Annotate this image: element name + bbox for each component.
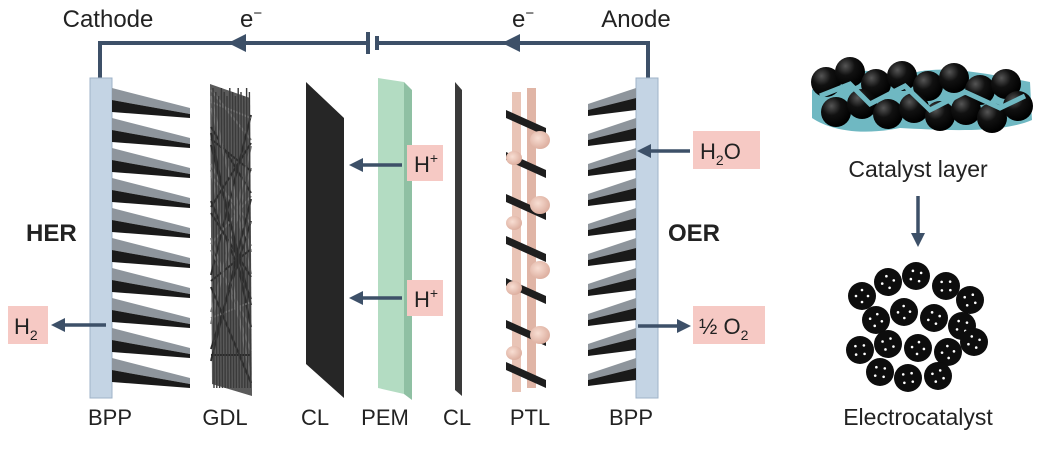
gdl-fibers xyxy=(210,87,252,389)
oxygen-output: ½ O2 xyxy=(638,306,765,344)
svg-text:H+: H+ xyxy=(414,150,438,177)
gdl-label: GDL xyxy=(202,405,247,430)
proton-top: H+ xyxy=(349,145,443,181)
ptl-label: PTL xyxy=(510,405,550,430)
svg-text:H2O: H2O xyxy=(700,139,741,168)
electron-label-left: e− xyxy=(240,5,262,33)
hydrogen-output: H2 xyxy=(8,306,106,344)
electron-label-right: e− xyxy=(512,5,534,33)
water-input: H2O xyxy=(637,131,760,169)
catalyst-layer-illustration xyxy=(811,57,1033,133)
oer-label: OER xyxy=(668,220,720,247)
gdl-layer xyxy=(210,84,252,396)
bpp-anode xyxy=(588,77,659,399)
cl-left-label: CL xyxy=(301,405,329,430)
electrocatalyst-particles xyxy=(846,262,988,392)
pem-layer xyxy=(378,78,412,400)
pem-label: PEM xyxy=(361,405,409,430)
bpp-anode-fins xyxy=(588,88,636,386)
electrocatalyst-label: Electrocatalyst xyxy=(843,404,993,430)
proton-bottom: H+ xyxy=(349,280,443,316)
ptl-layer xyxy=(506,88,550,392)
electron-arrow-right-icon xyxy=(502,34,520,52)
catalyst-layer-label: Catalyst layer xyxy=(848,156,988,182)
electron-arrow-left-icon xyxy=(228,34,246,52)
svg-text:H2: H2 xyxy=(14,314,38,343)
bpp-cathode xyxy=(89,77,190,399)
cl-cathode-layer xyxy=(306,82,344,398)
svg-text:H+: H+ xyxy=(414,285,438,312)
cl-anode-layer xyxy=(455,82,462,396)
cathode-label: Cathode xyxy=(63,6,154,33)
anode-label: Anode xyxy=(601,6,670,33)
her-label: HER xyxy=(26,220,77,247)
cl-right-label: CL xyxy=(443,405,471,430)
bpp-right-label: BPP xyxy=(609,405,653,430)
bpp-left-label: BPP xyxy=(88,405,132,430)
svg-text:½ O2: ½ O2 xyxy=(699,314,749,343)
bpp-cathode-fins xyxy=(112,88,190,388)
external-circuit xyxy=(95,32,653,93)
